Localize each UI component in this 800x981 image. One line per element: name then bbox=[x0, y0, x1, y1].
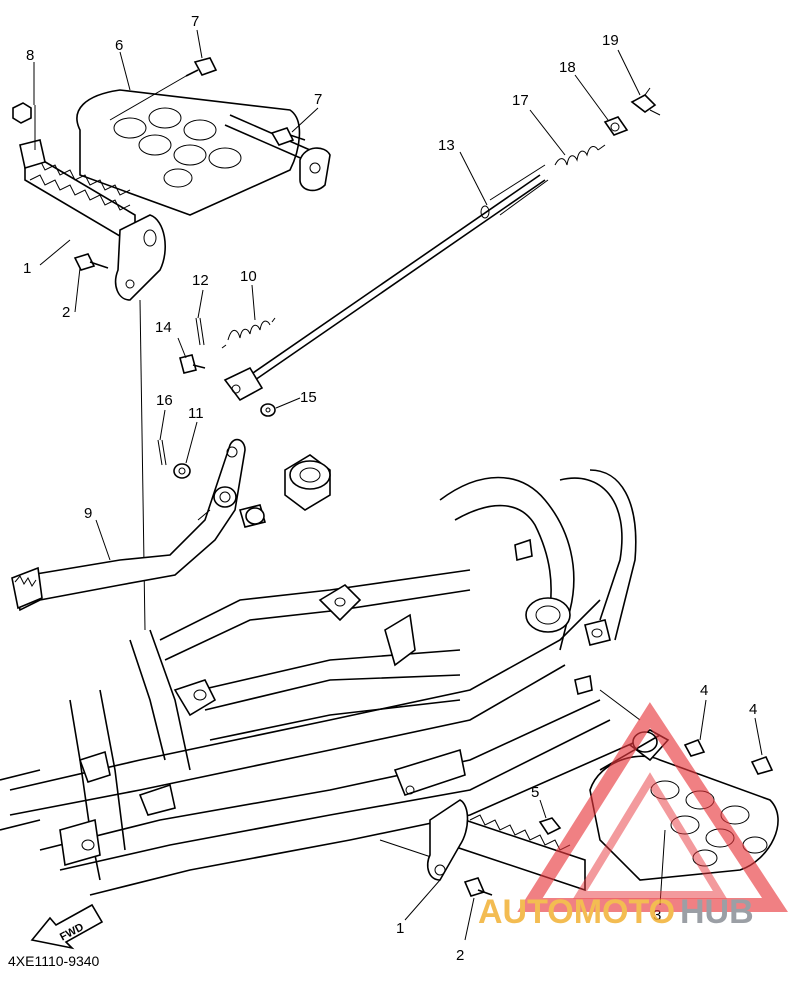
callout-1-bottom: 1 bbox=[396, 920, 404, 937]
callout-2-top: 2 bbox=[62, 304, 70, 321]
callout-10: 10 bbox=[240, 268, 257, 285]
brake-pedal-9 bbox=[11, 438, 267, 612]
callout-1-top: 1 bbox=[23, 260, 31, 277]
bolt-7-top bbox=[109, 57, 218, 121]
callout-19: 19 bbox=[602, 32, 619, 49]
callout-12: 12 bbox=[192, 272, 209, 289]
callout-18: 18 bbox=[559, 59, 576, 76]
callout-16: 16 bbox=[156, 392, 173, 409]
callout-4-right: 4 bbox=[749, 701, 757, 718]
callout-11: 11 bbox=[188, 405, 204, 422]
watermark-triangle-icon bbox=[517, 702, 788, 912]
callout-15: 15 bbox=[300, 389, 317, 406]
watermark-text-automoto: AUTOMOTO bbox=[478, 893, 675, 931]
callout-2-bottom: 2 bbox=[456, 947, 464, 964]
callout-labels: 8 6 7 7 1 2 10 12 14 15 16 11 9 13 17 18… bbox=[23, 13, 757, 964]
diagram-code: 4XE1110-9340 bbox=[8, 953, 100, 969]
left-footrest-assembly bbox=[12, 57, 331, 631]
callout-9: 9 bbox=[84, 505, 92, 522]
callout-14: 14 bbox=[155, 319, 172, 336]
callout-7-right: 7 bbox=[314, 91, 322, 108]
callout-7-top: 7 bbox=[191, 13, 199, 30]
callout-5: 5 bbox=[531, 784, 539, 801]
frame-chassis bbox=[0, 454, 641, 896]
callout-8: 8 bbox=[26, 47, 34, 64]
callout-3: 3 bbox=[653, 907, 661, 924]
bolt-7-right bbox=[270, 127, 306, 146]
callout-13: 13 bbox=[438, 137, 455, 154]
leader-lines bbox=[33, 29, 763, 941]
watermark-text-hub: HUB bbox=[680, 893, 754, 931]
callout-4-left: 4 bbox=[700, 682, 708, 699]
bolt-2-left bbox=[73, 253, 109, 271]
nut-8 bbox=[12, 102, 36, 150]
callout-6: 6 bbox=[115, 37, 123, 54]
brake-rod-parts bbox=[157, 87, 661, 479]
callout-17: 17 bbox=[512, 92, 529, 109]
watermark-logo: AUTOMOTO HUB bbox=[478, 702, 788, 931]
fwd-arrow: FWD bbox=[30, 903, 104, 950]
